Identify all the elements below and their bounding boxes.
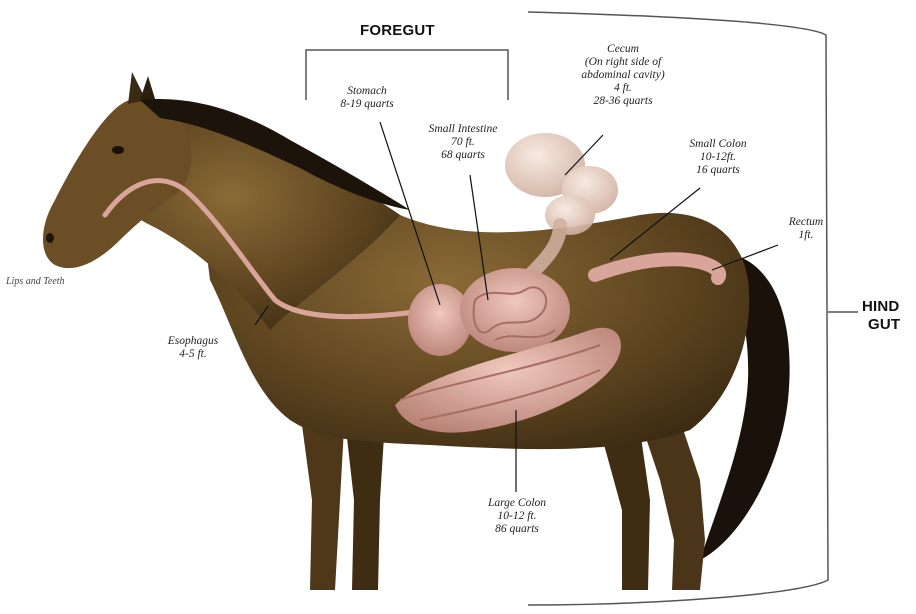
hindgut-label-line: GUT bbox=[862, 316, 900, 334]
foregut-label: FOREGUT bbox=[360, 22, 435, 39]
label-line: Rectum bbox=[776, 216, 836, 229]
large-colon-label: Large Colon 10-12 ft. 86 quarts bbox=[472, 497, 562, 536]
small-intestine-label: Small Intestine 70 ft. 68 quarts bbox=[408, 123, 518, 162]
label-line: 4 ft. bbox=[558, 82, 688, 95]
stomach-label: Stomach 8-19 quarts bbox=[322, 85, 412, 111]
label-line: Lips and Teeth bbox=[6, 275, 65, 288]
small-colon-label: Small Colon 10-12ft. 16 quarts bbox=[673, 138, 763, 177]
label-line: Stomach bbox=[322, 85, 412, 98]
label-line: 4-5 ft. bbox=[158, 348, 228, 361]
label-line: (On right side of bbox=[558, 56, 688, 69]
label-line: 70 ft. bbox=[408, 136, 518, 149]
small-intestine-organ bbox=[460, 268, 570, 352]
label-line: 10-12ft. bbox=[673, 151, 763, 164]
label-line: Large Colon bbox=[472, 497, 562, 510]
label-line: 28-36 quarts bbox=[558, 95, 688, 108]
label-line: abdominal cavity) bbox=[558, 69, 688, 82]
hindgut-label-line: HIND bbox=[862, 298, 900, 316]
hindgut-label: HIND GUT bbox=[862, 298, 900, 334]
rectum-label: Rectum 1ft. bbox=[776, 216, 836, 242]
label-line: 10-12 ft. bbox=[472, 510, 562, 523]
label-line: Small Colon bbox=[673, 138, 763, 151]
esophagus-label: Esophagus 4-5 ft. bbox=[158, 335, 228, 361]
label-line: Small Intestine bbox=[408, 123, 518, 136]
label-line: Cecum bbox=[558, 43, 688, 56]
label-line: Esophagus bbox=[158, 335, 228, 348]
label-line: 68 quarts bbox=[408, 149, 518, 162]
cecum-label: Cecum (On right side of abdominal cavity… bbox=[558, 43, 688, 108]
label-line: 8-19 quarts bbox=[322, 98, 412, 111]
label-line: 86 quarts bbox=[472, 523, 562, 536]
label-line: 16 quarts bbox=[673, 164, 763, 177]
lips-teeth-label: Lips and Teeth bbox=[6, 275, 65, 288]
label-line: 1ft. bbox=[776, 229, 836, 242]
